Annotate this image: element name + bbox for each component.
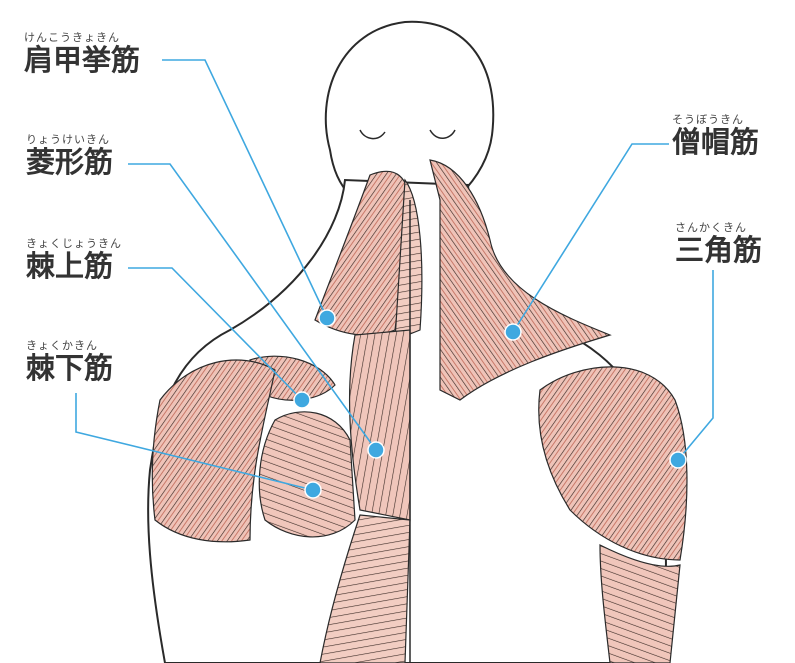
label-supraspinatus: きょくじょうきん 棘上筋 <box>26 238 122 281</box>
marker-trapezius <box>505 324 521 340</box>
ruby-trapezius: そうぼうきん <box>672 114 759 125</box>
name-rhomboid: 菱形筋 <box>26 148 113 177</box>
ruby-infraspinatus: きょくかきん <box>26 340 113 351</box>
marker-supraspinatus <box>294 392 310 408</box>
name-infraspinatus: 棘下筋 <box>26 354 113 383</box>
name-supraspinatus: 棘上筋 <box>26 252 122 281</box>
label-deltoid: さんかくきん 三角筋 <box>675 222 762 265</box>
name-trapezius: 僧帽筋 <box>672 128 759 157</box>
marker-infraspinatus <box>305 482 321 498</box>
ruby-supraspinatus: きょくじょうきん <box>26 238 122 249</box>
label-levator-scapulae: けんこうきょきん 肩甲挙筋 <box>24 32 140 75</box>
label-trapezius: そうぼうきん 僧帽筋 <box>672 114 759 157</box>
name-deltoid: 三角筋 <box>675 236 762 265</box>
name-levator-scapulae: 肩甲挙筋 <box>24 46 140 75</box>
ruby-levator-scapulae: けんこうきょきん <box>24 32 140 43</box>
label-rhomboid: りょうけいきん 菱形筋 <box>26 134 113 177</box>
latissimus-right-muscle <box>600 545 680 663</box>
marker-deltoid <box>670 452 686 468</box>
marker-levator-scapulae <box>319 310 335 326</box>
ruby-deltoid: さんかくきん <box>675 222 762 233</box>
label-infraspinatus: きょくかきん 棘下筋 <box>26 340 113 383</box>
infraspinatus-muscle <box>259 412 355 537</box>
marker-rhomboid <box>368 442 384 458</box>
ruby-rhomboid: りょうけいきん <box>26 134 113 145</box>
